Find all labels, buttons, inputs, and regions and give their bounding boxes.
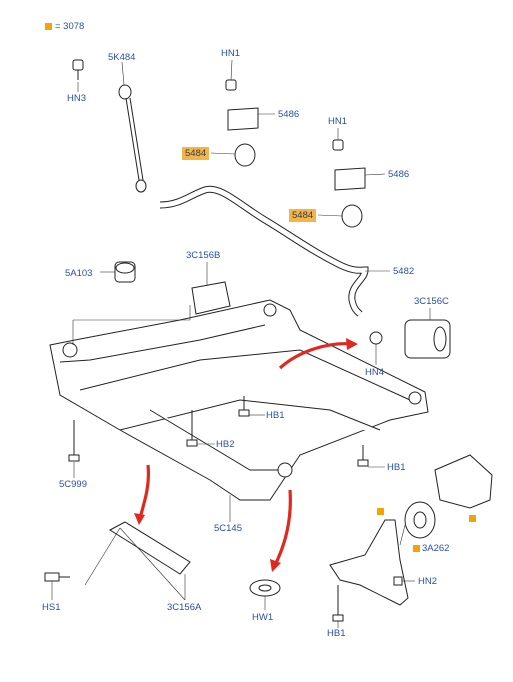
legend: = 3078: [45, 21, 84, 32]
red-arrows: [138, 342, 353, 566]
bracket-left: [227, 107, 259, 131]
bolt-5c999: [68, 420, 80, 462]
legend-marker: [45, 23, 52, 30]
lower-control-arm: [329, 519, 409, 606]
bushing-right: [341, 204, 363, 228]
nut-hn2: [393, 576, 403, 586]
label-3a262: 3A262: [422, 543, 450, 554]
label-5486-a: 5486: [278, 109, 300, 120]
stabilizer-bar: [159, 185, 369, 317]
nut-hn1-right: [332, 139, 344, 151]
bracket-3c156a: [109, 521, 191, 575]
label-5484-b: 5484: [289, 209, 317, 222]
bolt-hb1-c: [332, 585, 344, 622]
bushing-5a103: [114, 261, 136, 283]
nut-hn1-left: [225, 79, 237, 91]
label-5482: 5482: [393, 266, 415, 277]
label-hb1-a: HB1: [266, 410, 285, 421]
bolt-hs1: [44, 572, 70, 582]
label-5c145: 5C145: [214, 523, 242, 534]
stabilizer-link: [118, 84, 147, 193]
bushing-3c156c: [404, 319, 451, 359]
label-3c156b: 3C156B: [186, 250, 221, 261]
label-hb1-c: HB1: [327, 628, 346, 639]
subframe: [49, 299, 429, 501]
marker-3078-c: [469, 515, 476, 522]
arrow-head-3: [270, 559, 281, 572]
bolt-hb2: [186, 410, 198, 447]
bushing-3a262: [404, 501, 436, 539]
label-5484-a: 5484: [182, 147, 210, 160]
bracket-3c156b: [191, 281, 231, 315]
label-hn1-a: HN1: [221, 48, 241, 59]
label-hn2: HN2: [418, 576, 438, 587]
label-hb1-b: HB1: [387, 462, 406, 473]
washer-hw1: [249, 579, 281, 597]
label-5a103: 5A103: [65, 268, 93, 279]
mount: [434, 454, 493, 509]
bolt-hb1-a: [238, 396, 250, 417]
label-5k484: 5K484: [108, 52, 136, 63]
arrow-head-2: [134, 513, 145, 525]
bushing-left: [234, 143, 256, 167]
arrow-head-1: [346, 338, 358, 350]
label-5486-b: 5486: [388, 169, 410, 180]
label-hb2: HB2: [216, 439, 235, 450]
label-hw1: HW1: [252, 612, 274, 623]
label-hn4: HN4: [365, 367, 385, 378]
label-hn1-b: HN1: [328, 116, 348, 127]
label-hn3: HN3: [67, 93, 87, 104]
marker-3078-a: [413, 545, 420, 552]
marker-3078-b: [377, 508, 384, 515]
bracket-right: [334, 167, 366, 191]
bolt-hb1-b: [357, 445, 369, 467]
label-3c156c: 3C156C: [414, 296, 449, 307]
nut-hn3: [72, 59, 84, 80]
leader-lines: [51, 59, 431, 628]
label-3c156a: 3C156A: [167, 602, 202, 613]
label-5c999: 5C999: [59, 479, 87, 490]
legend-text: = 3078: [55, 21, 85, 32]
label-hs1: HS1: [42, 602, 61, 613]
nut-hn4: [369, 331, 383, 345]
